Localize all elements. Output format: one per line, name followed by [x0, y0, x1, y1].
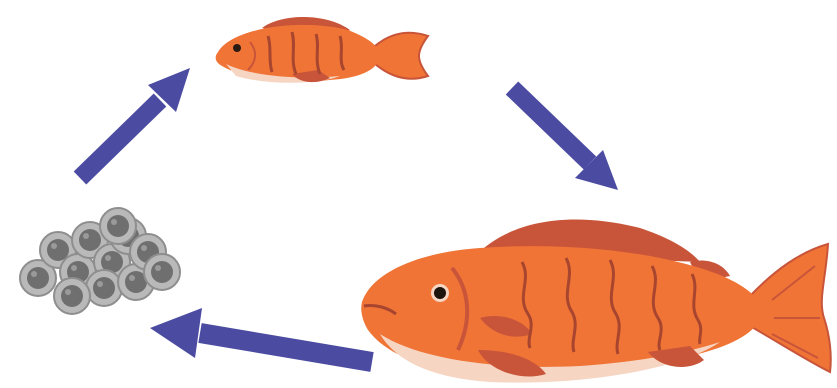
arrow-eggs-to-young-fish [80, 68, 190, 178]
adult-fish-icon [361, 220, 831, 383]
arrow-young-fish-to-adult-fish [512, 88, 618, 190]
young-fish-icon [216, 17, 428, 83]
arrow-adult-fish-to-eggs [150, 308, 372, 362]
fish-eggs-icon [20, 208, 180, 314]
